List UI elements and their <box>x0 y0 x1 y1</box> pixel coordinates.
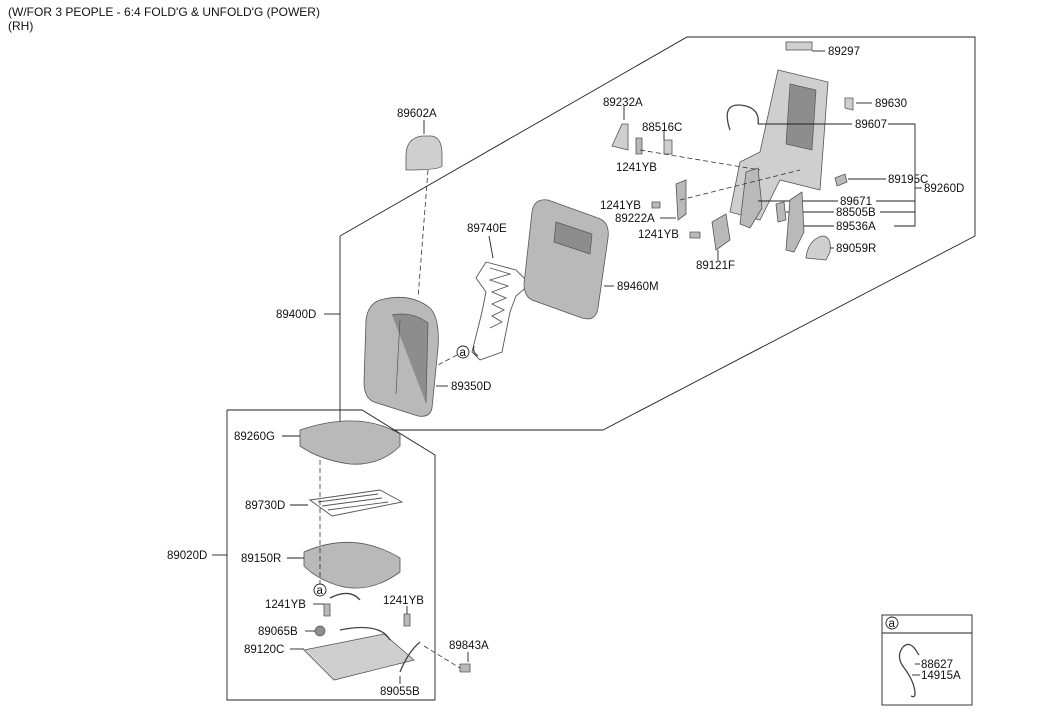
seatback-seam <box>391 313 429 404</box>
cushion-cover-shape <box>299 420 401 465</box>
label-89671: 89671 <box>840 196 872 208</box>
part-89055B-shape <box>399 641 421 673</box>
headrest-shape <box>405 135 443 171</box>
label-89121F: 89121F <box>696 260 735 272</box>
part-89607-wire <box>726 104 759 131</box>
label-89630: 89630 <box>875 98 907 110</box>
cushion-frame-rods <box>329 592 391 641</box>
frame-detail <box>785 83 817 151</box>
bolt-1241YB-c <box>689 231 701 239</box>
cushion-mat-pattern <box>317 493 389 511</box>
label-89602A: 89602A <box>397 108 437 120</box>
cushion-frame-shape <box>303 633 415 681</box>
bolt-1241YB-e <box>403 613 411 627</box>
part-89297-shape <box>785 41 813 51</box>
heater-mat-wire <box>472 345 479 357</box>
heater-mat-pattern <box>488 267 512 329</box>
cushion-group-outline <box>226 409 436 701</box>
part-88516C-shape <box>663 139 673 155</box>
bolt-1241YB-b <box>651 201 661 209</box>
ref-a-back-dash <box>435 354 458 367</box>
label-14915A: 14915A <box>921 670 961 682</box>
label-89350D: 89350D <box>451 381 491 393</box>
label-88627: 88627 <box>921 659 953 671</box>
part-88505B-shape <box>775 201 787 223</box>
label-89232A: 89232A <box>603 97 643 109</box>
headrest-dash <box>417 169 429 299</box>
bolt-1241YB-a <box>635 137 643 155</box>
label-89065B: 89065B <box>258 626 298 638</box>
label-89120C: 89120C <box>244 644 284 656</box>
bolt-89843A <box>459 663 471 673</box>
label-88516C: 88516C <box>642 122 682 134</box>
part-89121F-shape <box>711 213 731 251</box>
label-89150R: 89150R <box>241 553 281 565</box>
label-89400D: 89400D <box>276 309 316 321</box>
label-89297: 89297 <box>828 46 860 58</box>
label-1241YB-a: 1241YB <box>616 162 657 174</box>
label-88505B: 88505B <box>836 207 876 219</box>
inset-box <box>881 614 973 706</box>
part-89671-shape <box>739 167 763 229</box>
label-89059R: 89059R <box>836 243 876 255</box>
dash-89843A <box>423 645 461 669</box>
ref-a-cushion-letter: a <box>317 585 324 597</box>
label-89020D: 89020D <box>167 550 207 562</box>
part-89536A-shape <box>785 191 805 253</box>
label-1241YB-b: 1241YB <box>600 200 641 212</box>
harness-clip-icon <box>898 643 920 698</box>
cushion-mat-shape <box>308 489 404 517</box>
part-89232A-shape <box>611 123 629 151</box>
ref-a-back-letter: a <box>460 347 467 359</box>
label-89222A: 89222A <box>615 213 655 225</box>
label-89843A: 89843A <box>449 640 489 652</box>
label-89260D: 89260D <box>924 183 964 195</box>
back-pad-shape <box>523 199 609 320</box>
label-89607: 89607 <box>855 119 887 131</box>
inset-ref-letter: a <box>889 618 896 630</box>
back-pad-seam <box>553 221 593 255</box>
bolt-1241YB-d <box>323 603 331 617</box>
label-1241YB-c: 1241YB <box>638 229 679 241</box>
label-1241YB-e: 1241YB <box>383 595 424 607</box>
label-89536A: 89536A <box>836 221 876 233</box>
label-89055B: 89055B <box>380 686 420 698</box>
label-89260G: 89260G <box>234 431 275 443</box>
part-89065B-shape <box>314 625 326 637</box>
label-89740E: 89740E <box>467 223 507 235</box>
ref-a-cushion <box>313 583 327 597</box>
label-89195C: 89195C <box>888 174 928 186</box>
part-89630-shape <box>844 97 854 111</box>
header-title: (W/FOR 3 PEOPLE - 6:4 FOLD'G & UNFOLD'G … <box>8 5 320 19</box>
part-89059R-shape <box>805 235 831 261</box>
bracket-89260D <box>888 123 916 227</box>
assembly-dash-2 <box>679 169 801 201</box>
label-89730D: 89730D <box>245 500 285 512</box>
label-89460M: 89460M <box>617 281 659 293</box>
label-1241YB-d: 1241YB <box>265 599 306 611</box>
header-subtitle: (RH) <box>8 19 34 33</box>
ref-a-back <box>456 345 470 359</box>
part-89195C-shape <box>834 173 848 187</box>
inset-ref-circle <box>885 616 899 630</box>
assembly-dash-1 <box>639 149 761 171</box>
cushion-pad-shape <box>303 541 401 589</box>
leader-89740E <box>488 235 494 259</box>
